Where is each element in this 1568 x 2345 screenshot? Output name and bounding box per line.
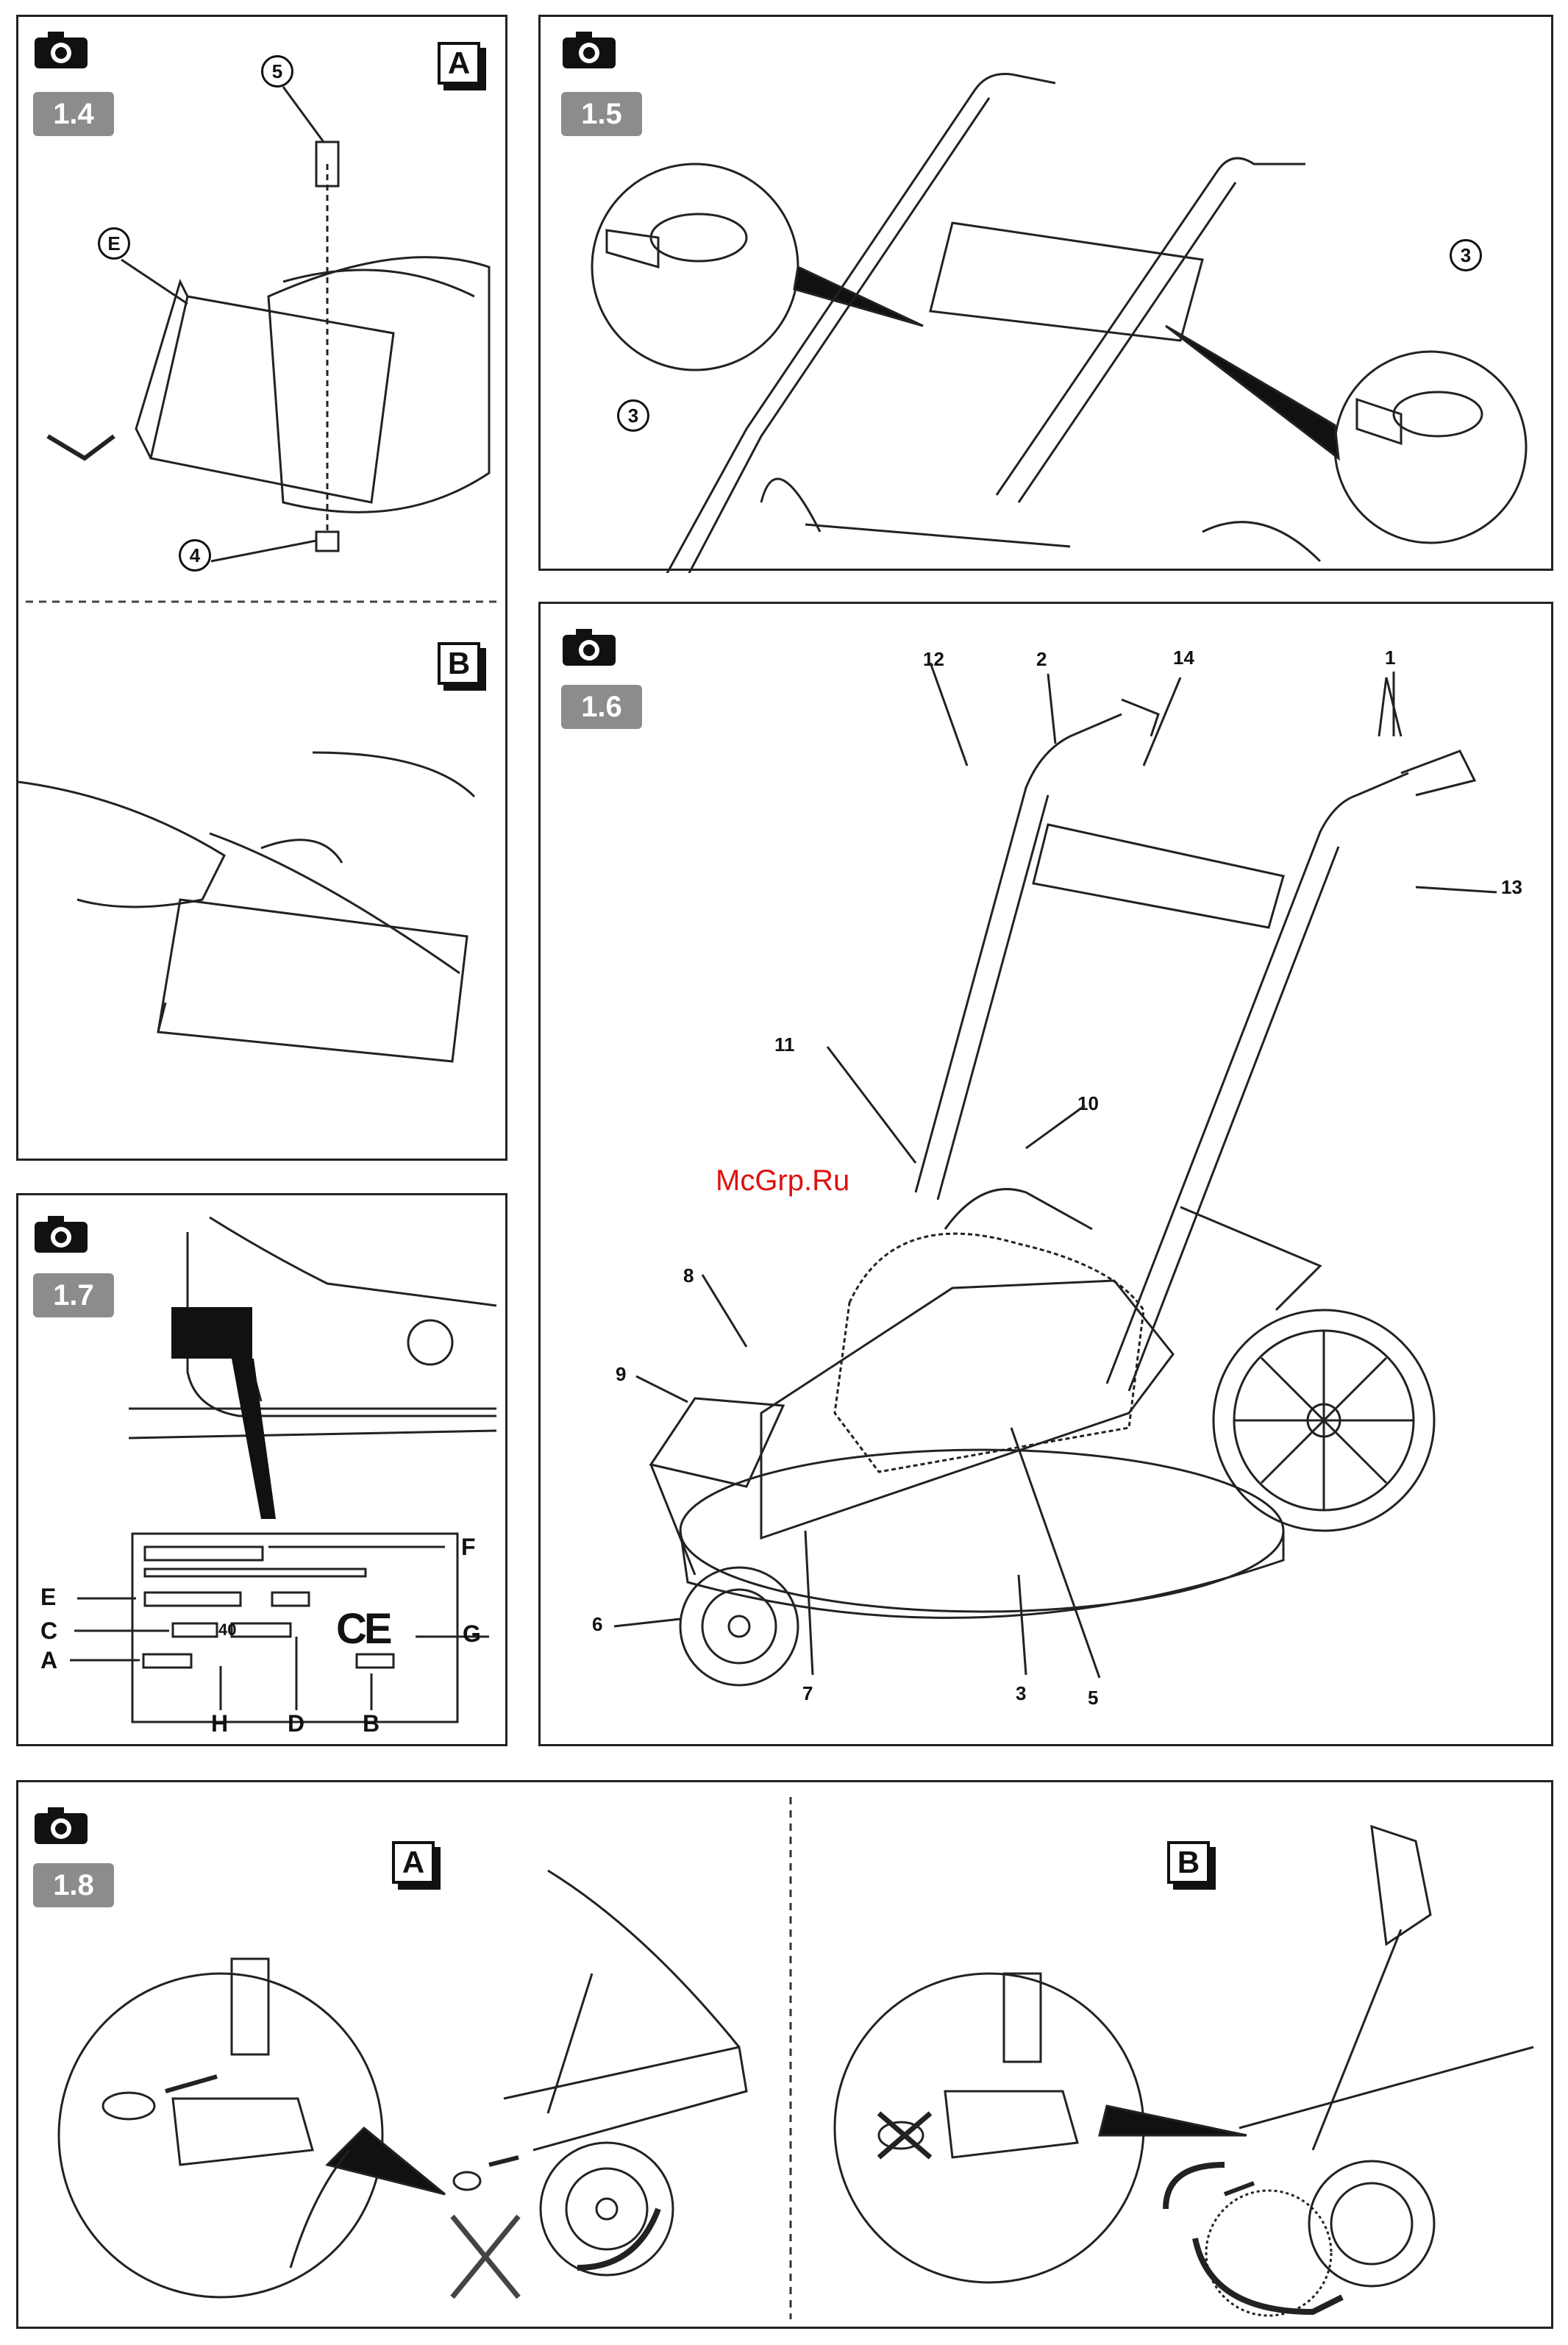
figure-1-5-panel: 1.5 3 3 <box>538 15 1553 571</box>
plate-label-f: F <box>461 1534 476 1561</box>
plate-label-d: D <box>288 1710 304 1737</box>
trimmer-overview-illustration <box>541 604 1555 1748</box>
deflector-illustration <box>18 17 510 1163</box>
plate-label-h: H <box>211 1710 228 1737</box>
plate-label-e: E <box>40 1584 56 1611</box>
plate-label-a: A <box>40 1647 57 1674</box>
figure-1-4-panel: 1.4 A B 5 E 4 <box>16 15 507 1161</box>
figure-1-7-panel: 1.7 F E <box>16 1193 507 1746</box>
handlebar-clamp-illustration <box>541 17 1555 573</box>
rating-plate-illustration <box>18 1195 510 1748</box>
figure-1-8-panel: 1.8 A B <box>16 1780 1553 2329</box>
plate-label-b: B <box>363 1710 379 1737</box>
watermark: McGrp.Ru <box>716 1164 849 1198</box>
front-wheel-illustration <box>18 1782 1555 2331</box>
plate-code: 40 <box>218 1620 236 1640</box>
ce-mark: CE <box>336 1604 390 1654</box>
plate-label-g: G <box>463 1620 481 1648</box>
plate-label-c: C <box>40 1618 57 1645</box>
figure-1-6-panel: 1.6 12 2 14 1 13 11 10 8 9 6 7 3 5 <box>538 602 1553 1746</box>
